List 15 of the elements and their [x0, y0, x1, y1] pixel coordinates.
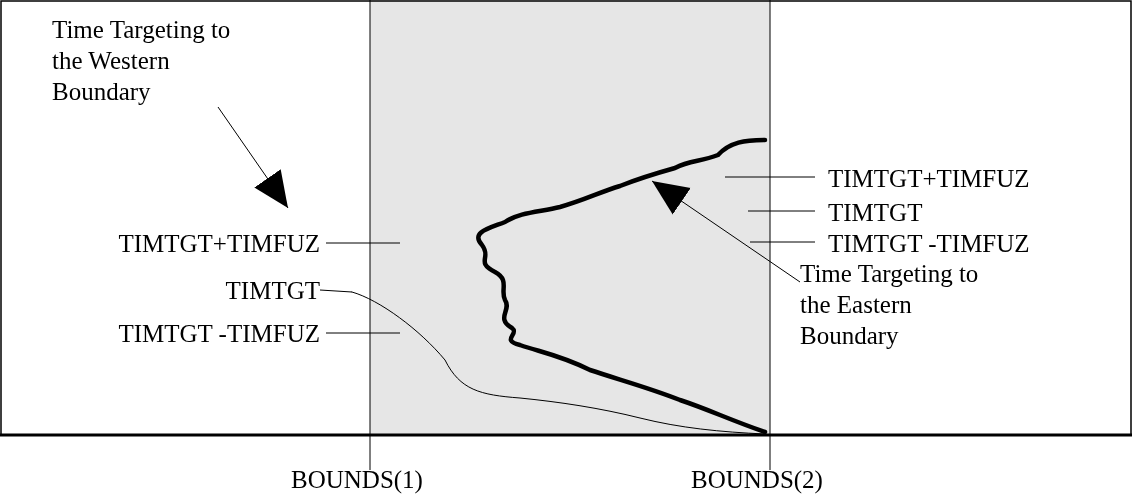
axis-label: BOUNDS(2) — [691, 465, 823, 495]
axis-label: BOUNDS(1) — [291, 465, 423, 495]
arrow — [217, 106, 289, 209]
tick-label: TIMTGT — [828, 198, 923, 228]
tick-label: TIMTGT+TIMFUZ — [117, 229, 320, 259]
annotation-text: Time Targeting to the Eastern Boundary — [800, 258, 1015, 351]
tick-label: TIMTGT -TIMFUZ — [828, 229, 1030, 259]
thick-trajectory-curve — [476, 137, 768, 435]
leader-line — [319, 289, 353, 293]
annotation-text: Time Targeting to the Western Boundary — [52, 14, 267, 107]
tick-label: TIMTGT — [190, 275, 320, 306]
thin-trajectory-curve — [351, 291, 766, 435]
tick-label: TIMTGT+TIMFUZ — [828, 164, 1030, 194]
tick-label: TIMTGT -TIMFUZ — [117, 319, 320, 349]
arrow — [651, 180, 801, 283]
